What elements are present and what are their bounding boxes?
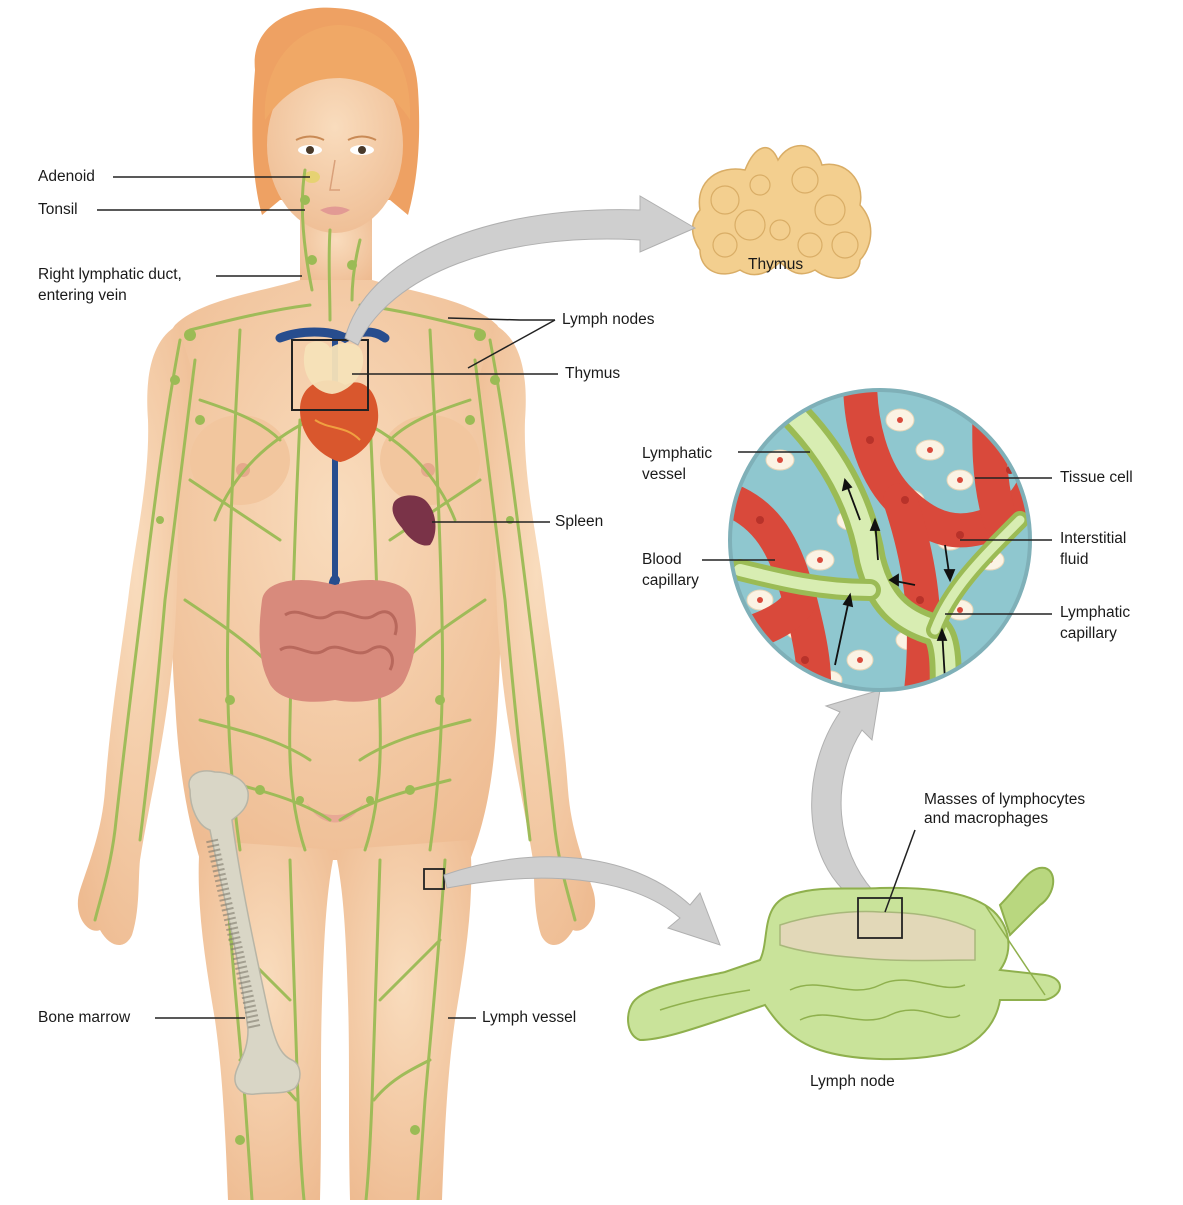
label-blood-capillary-line2: capillary	[642, 570, 699, 591]
label-blood-capillary-line1: Blood	[642, 549, 682, 570]
label-lymph-vessel: Lymph vessel	[482, 1007, 576, 1028]
label-interstitial-fluid-line1: Interstitial	[1060, 528, 1126, 549]
label-right-lymphatic-duct-line2: entering vein	[38, 285, 127, 306]
label-lymph-nodes: Lymph nodes	[562, 309, 655, 330]
label-thymus-inset: Thymus	[748, 254, 803, 275]
label-lymphatic-capillary-line1: Lymphatic	[1060, 602, 1130, 623]
lymph-node-inset	[628, 868, 1060, 1059]
label-lymphatic-vessel-line2: vessel	[642, 464, 686, 485]
label-thymus-body: Thymus	[565, 363, 620, 384]
label-lymph-node: Lymph node	[810, 1071, 895, 1092]
label-tonsil: Tonsil	[38, 199, 78, 220]
label-lymphatic-capillary-line2: capillary	[1060, 623, 1117, 644]
left-leg	[335, 840, 471, 1200]
label-bone-marrow: Bone marrow	[38, 1007, 130, 1028]
label-right-lymphatic-duct-line1: Right lymphatic duct,	[38, 264, 182, 285]
arrow-circle	[812, 690, 880, 900]
label-tissue-cell: Tissue cell	[1060, 467, 1133, 488]
label-adenoid: Adenoid	[38, 166, 95, 187]
tissue-circle-inset	[730, 380, 1040, 720]
intestines	[260, 580, 416, 702]
label-spleen: Spleen	[555, 511, 603, 532]
label-masses-line2: and macrophages	[924, 808, 1048, 829]
label-lymphatic-vessel-line1: Lymphatic	[642, 443, 712, 464]
label-interstitial-fluid-line2: fluid	[1060, 549, 1088, 570]
label-masses-line1: Masses of lymphocytes	[924, 789, 1085, 810]
